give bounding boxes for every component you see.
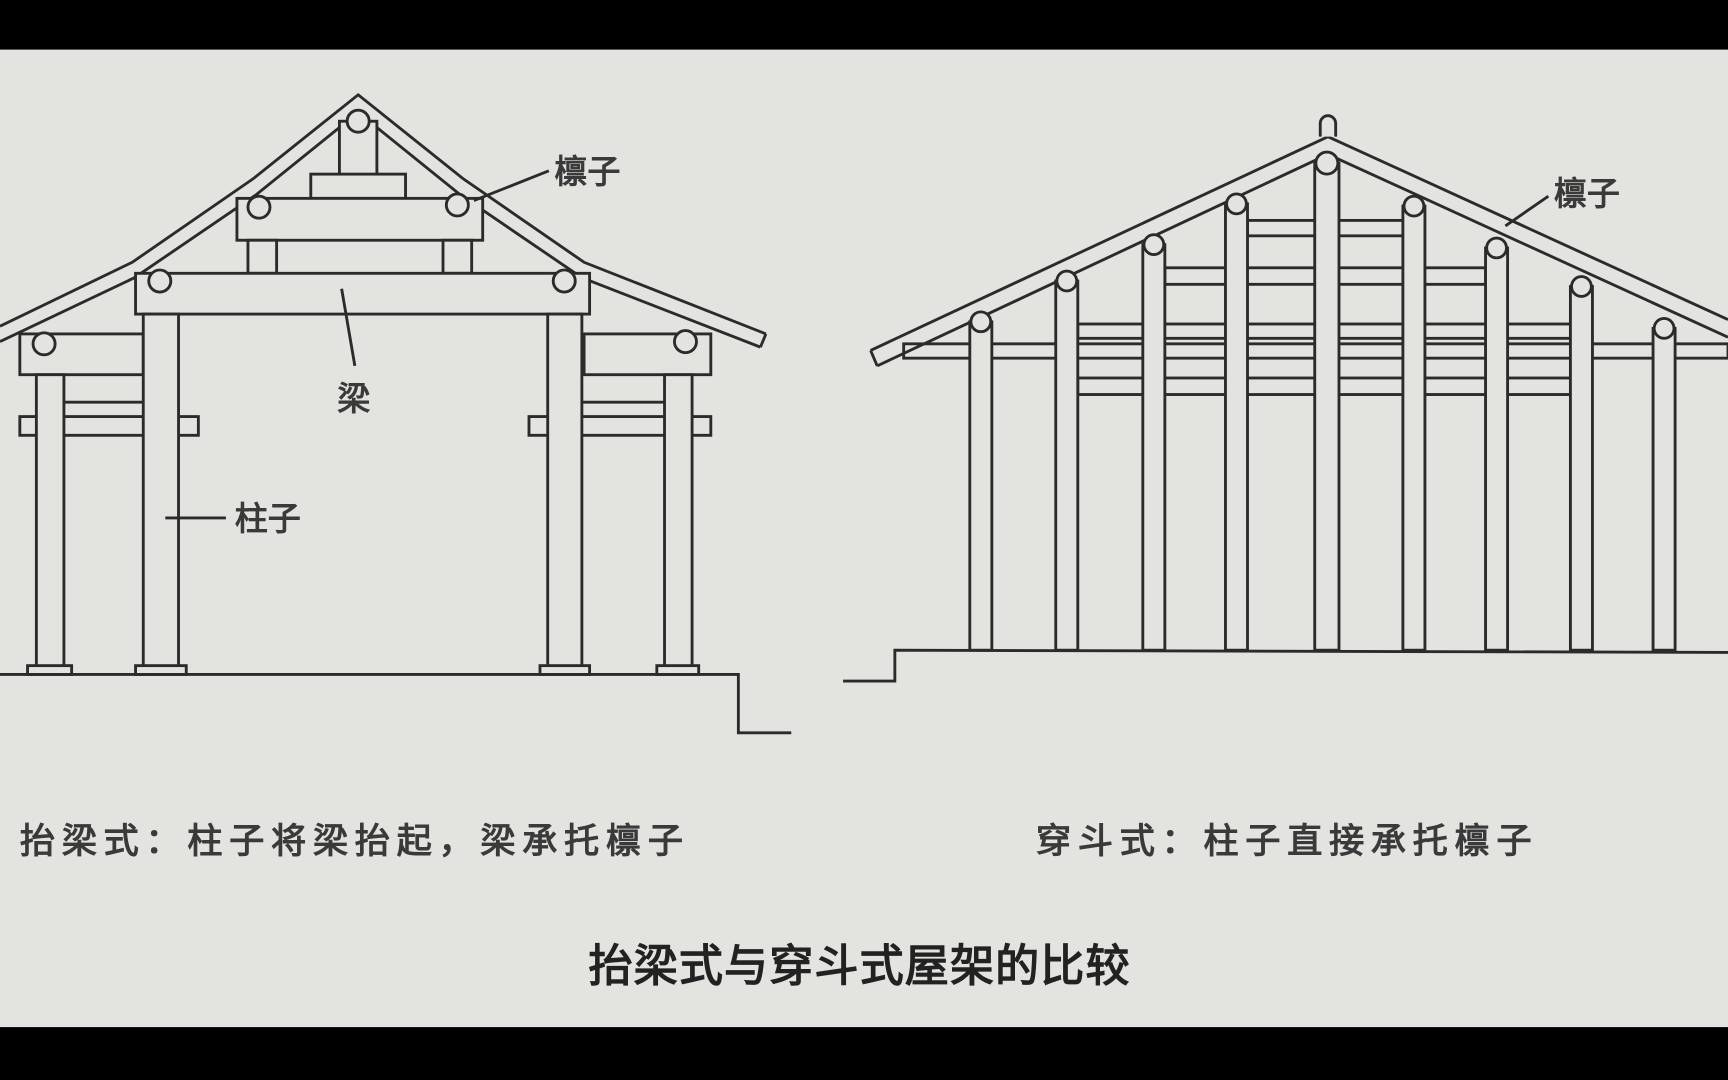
main-beam — [134, 271, 592, 316]
leader-line — [340, 288, 357, 367]
columns — [26, 312, 701, 676]
short-post — [441, 238, 474, 275]
leader-line — [473, 169, 550, 202]
upper-beam — [235, 196, 485, 242]
caption-right: 穿斗式：柱子直接承托檩子 — [1036, 821, 1538, 862]
caption-left: 抬梁式：柱子将梁抬起，梁承托檩子 — [20, 821, 690, 862]
label-purlin: 檩子 — [1554, 174, 1620, 213]
chuandou-frame: 檩子 — [843, 114, 1728, 683]
purlins — [31, 108, 698, 357]
label-column: 柱子 — [235, 499, 301, 538]
figure-title: 抬梁式与穿斗式屋架的比较 — [589, 941, 1131, 992]
ground-line — [843, 648, 1728, 683]
label-purlin: 檩子 — [554, 152, 620, 191]
short-post — [246, 238, 279, 275]
purlins — [969, 150, 1676, 340]
tailiang-frame: 檩子 梁 柱子 — [0, 92, 792, 735]
label-beam: 梁 — [337, 379, 370, 418]
leader-line — [1504, 194, 1550, 228]
ground-line — [0, 673, 792, 735]
